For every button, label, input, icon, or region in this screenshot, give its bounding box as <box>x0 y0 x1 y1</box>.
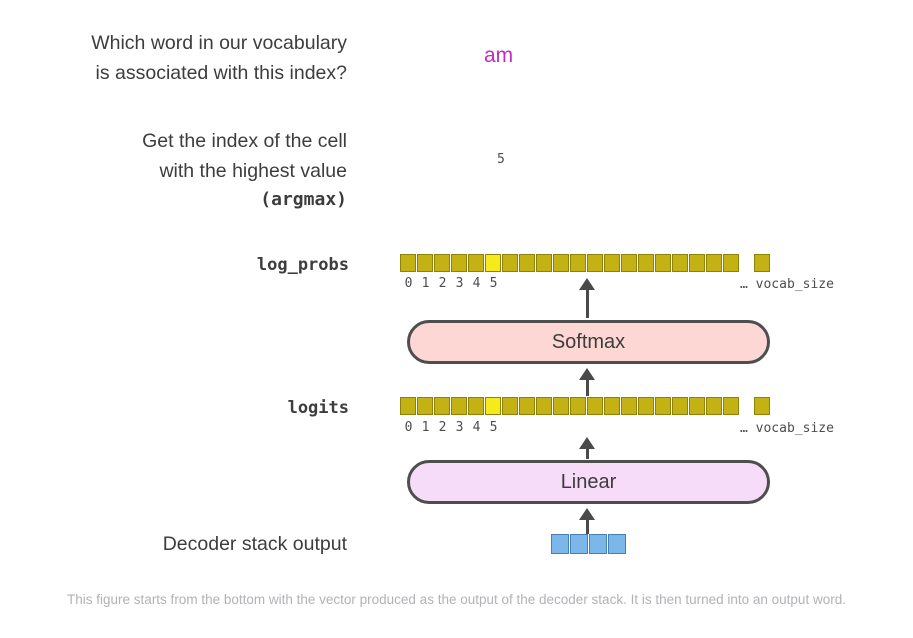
arrow-up-icon <box>578 278 596 318</box>
vector-cell-highlighted <box>485 397 501 415</box>
vector-cell <box>468 254 484 272</box>
arrow-line <box>585 449 589 459</box>
log-probs-last-cell <box>754 254 770 272</box>
vector-cell <box>621 254 637 272</box>
argmax-text: Get the index of the cell with the highe… <box>0 126 347 214</box>
vector-cell <box>451 397 467 415</box>
question-line1: Which word in our vocabulary <box>91 32 347 54</box>
argmax-line2: with the highest value <box>159 160 347 182</box>
vector-cell <box>502 254 518 272</box>
arrow-head-icon <box>579 437 595 449</box>
vector-cell <box>706 397 722 415</box>
question-line2: is associated with this index? <box>95 62 347 84</box>
vector-cell <box>553 254 569 272</box>
vector-cell <box>551 534 569 554</box>
argmax-line1: Get the index of the cell <box>142 130 347 152</box>
arrow-head-icon <box>579 508 595 520</box>
arrow-line <box>585 290 589 318</box>
vector-cell <box>706 254 722 272</box>
index-label: 3 <box>455 420 464 435</box>
vector-cell <box>417 254 433 272</box>
figure-caption: This figure starts from the bottom with … <box>67 592 846 607</box>
vector-cell <box>468 397 484 415</box>
argmax-value: 5 <box>497 152 505 167</box>
arrow-line <box>585 520 589 534</box>
vector-cell <box>553 397 569 415</box>
vector-cell <box>638 397 654 415</box>
arrow-up-icon <box>578 368 596 396</box>
vector-cell <box>608 534 626 554</box>
index-label: 1 <box>421 420 430 435</box>
vector-cell <box>689 397 705 415</box>
vector-cell <box>587 397 603 415</box>
question-text: Which word in our vocabulary is associat… <box>0 28 347 88</box>
vector-cell <box>536 254 552 272</box>
vector-cell <box>400 397 416 415</box>
index-label: 5 <box>489 420 498 435</box>
vector-cell <box>519 254 535 272</box>
vector-cell <box>589 534 607 554</box>
vector-cell <box>723 397 739 415</box>
arrow-head-icon <box>579 368 595 380</box>
arrow-up-icon <box>578 437 596 459</box>
logits-last-cell <box>754 397 770 415</box>
vector-cell <box>672 397 688 415</box>
vector-cell <box>434 397 450 415</box>
logits-vocab-size: … vocab_size <box>740 421 834 436</box>
predicted-word: am <box>484 44 514 67</box>
vector-cell <box>451 254 467 272</box>
index-label: 1 <box>421 276 430 291</box>
vector-cell <box>417 397 433 415</box>
vector-cell-highlighted <box>485 254 501 272</box>
arrow-head-icon <box>579 278 595 290</box>
vector-cell <box>587 254 603 272</box>
vector-cell <box>655 254 671 272</box>
vector-cell <box>604 254 620 272</box>
index-label: 3 <box>455 276 464 291</box>
vector-cell <box>723 254 739 272</box>
logits-label: logits <box>287 398 349 418</box>
vector-cell <box>570 397 586 415</box>
vector-cell <box>502 397 518 415</box>
logits-vector <box>400 397 740 415</box>
log-probs-label: log_probs <box>256 255 349 275</box>
index-label: 5 <box>489 276 498 291</box>
vector-cell <box>689 254 705 272</box>
index-label: 4 <box>472 420 481 435</box>
softmax-box: Softmax <box>407 320 770 364</box>
index-label: 2 <box>438 276 447 291</box>
log-probs-vector <box>400 254 740 272</box>
index-label: 4 <box>472 276 481 291</box>
vector-cell <box>672 254 688 272</box>
vector-cell <box>638 254 654 272</box>
vector-cell <box>400 254 416 272</box>
index-label: 0 <box>404 420 413 435</box>
argmax-line3: (argmax) <box>260 189 347 210</box>
vector-cell <box>570 534 588 554</box>
linear-box: Linear <box>407 460 770 504</box>
arrow-line <box>585 380 589 396</box>
vector-cell <box>570 254 586 272</box>
arrow-up-icon <box>578 508 596 534</box>
index-label: 0 <box>404 276 413 291</box>
decoder-output-vector <box>551 534 627 554</box>
log-probs-vocab-size: … vocab_size <box>740 277 834 292</box>
vector-cell <box>604 397 620 415</box>
vector-cell <box>621 397 637 415</box>
index-label: 2 <box>438 420 447 435</box>
decoder-output-label: Decoder stack output <box>162 533 347 555</box>
vector-cell <box>536 397 552 415</box>
vector-cell <box>655 397 671 415</box>
vector-cell <box>519 397 535 415</box>
vector-cell <box>434 254 450 272</box>
